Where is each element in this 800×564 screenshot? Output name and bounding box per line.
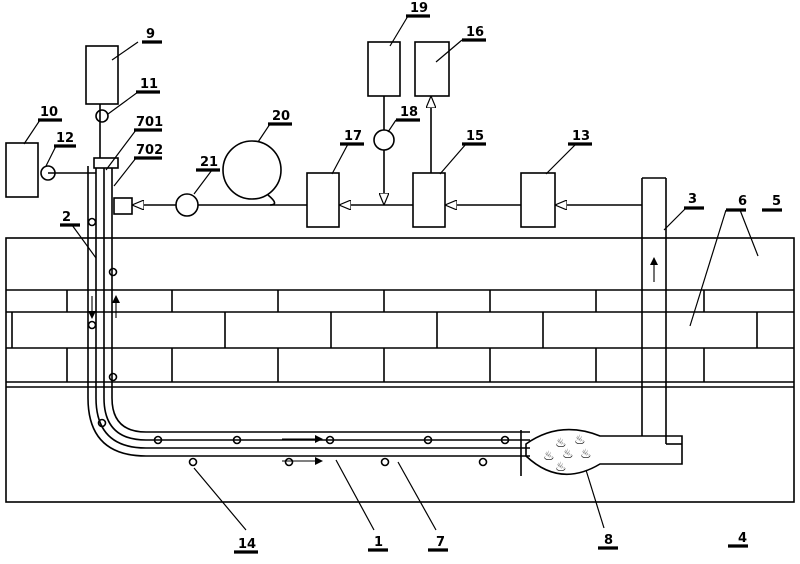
label-8: 8 <box>604 533 613 548</box>
label-1: 1 <box>374 535 383 550</box>
gasification-cavity: ♨ ♨ ♨ ♨ ♨ ♨ <box>526 430 682 475</box>
label-11: 11 <box>140 77 158 92</box>
label-5: 5 <box>772 194 781 209</box>
flame-icon: ♨ <box>555 460 567 475</box>
unit-17 <box>307 173 339 227</box>
valve-11 <box>96 110 108 122</box>
part-labels: 9 11 701 702 10 12 2 20 21 19 16 18 17 1… <box>38 1 782 552</box>
strata <box>6 238 794 502</box>
unit-15 <box>413 173 445 227</box>
label-702: 702 <box>136 143 163 158</box>
label-9: 9 <box>146 27 155 42</box>
flame-icon: ♨ <box>574 433 586 448</box>
label-20: 20 <box>272 109 290 124</box>
label-7: 7 <box>436 535 445 550</box>
ground-outline <box>6 238 794 502</box>
surface-piping <box>133 96 642 205</box>
label-21: 21 <box>200 155 218 170</box>
valve-18 <box>374 130 394 150</box>
label-2: 2 <box>62 210 71 225</box>
label-16: 16 <box>466 25 484 40</box>
unit-13 <box>521 173 555 227</box>
label-17: 17 <box>344 129 362 144</box>
centralizers <box>89 219 509 466</box>
flame-icon: ♨ <box>580 447 592 462</box>
label-13: 13 <box>572 129 590 144</box>
label-12: 12 <box>56 131 74 146</box>
label-15: 15 <box>466 129 484 144</box>
pump-21 <box>176 194 198 216</box>
flame-icon: ♨ <box>543 449 555 464</box>
injection-port <box>114 198 132 214</box>
label-19: 19 <box>410 1 428 16</box>
tank-20 <box>223 141 281 199</box>
unit-9 <box>86 46 118 104</box>
label-3: 3 <box>688 192 697 207</box>
label-14: 14 <box>238 537 256 552</box>
label-701: 701 <box>136 115 163 130</box>
label-18: 18 <box>400 105 418 120</box>
unit-10 <box>6 143 38 197</box>
label-4: 4 <box>738 531 747 546</box>
unit-19 <box>368 42 400 96</box>
label-10: 10 <box>40 105 58 120</box>
unit-16 <box>415 42 449 96</box>
rock-layer <box>6 290 794 387</box>
label-6: 6 <box>738 194 747 209</box>
